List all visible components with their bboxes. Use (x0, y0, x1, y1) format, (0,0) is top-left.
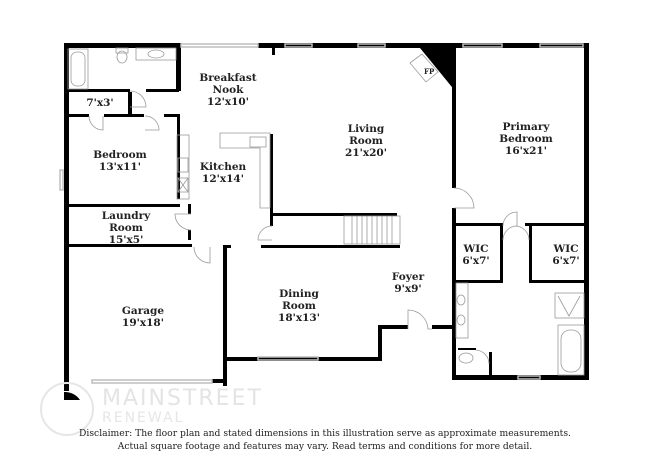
room-label-kitchen: Kitchen 12'x14' (199, 161, 247, 185)
room-label-primary-bedroom: Primary Bedroom 16'x21' (499, 121, 553, 157)
walls (64, 43, 589, 391)
doors (88, 90, 530, 365)
watermark-logo-icon (40, 382, 94, 436)
room-label-wic-left: WIC 6'x7' (462, 243, 490, 267)
room-label-dining-room: Dining Room 18'x13' (278, 288, 320, 324)
room-label-breakfast-nook: Breakfast Nook 12'x10' (199, 72, 257, 108)
room-label-garage: Garage 19'x18' (121, 305, 165, 329)
room-label-closet: 7'x3' (86, 97, 114, 109)
room-label-bedroom: Bedroom 13'x11' (93, 149, 147, 173)
watermark-line2: RENEWAL (102, 410, 185, 426)
windows (59, 43, 584, 384)
room-label-living-room: Living Room 21'x20' (345, 123, 387, 159)
watermark-line1: MAINSTREET (102, 386, 263, 411)
fixtures (67, 47, 585, 376)
disclaimer-line2: Actual square footage and features may v… (117, 441, 533, 452)
fireplace-label: FP (424, 67, 435, 76)
room-label-laundry-room: Laundry Room 15'x5' (101, 210, 151, 246)
disclaimer-line1: Disclaimer: The floor plan and stated di… (79, 428, 571, 439)
room-label-wic-right: WIC 6'x7' (552, 243, 580, 267)
room-label-foyer: Foyer 9'x9' (391, 271, 425, 295)
